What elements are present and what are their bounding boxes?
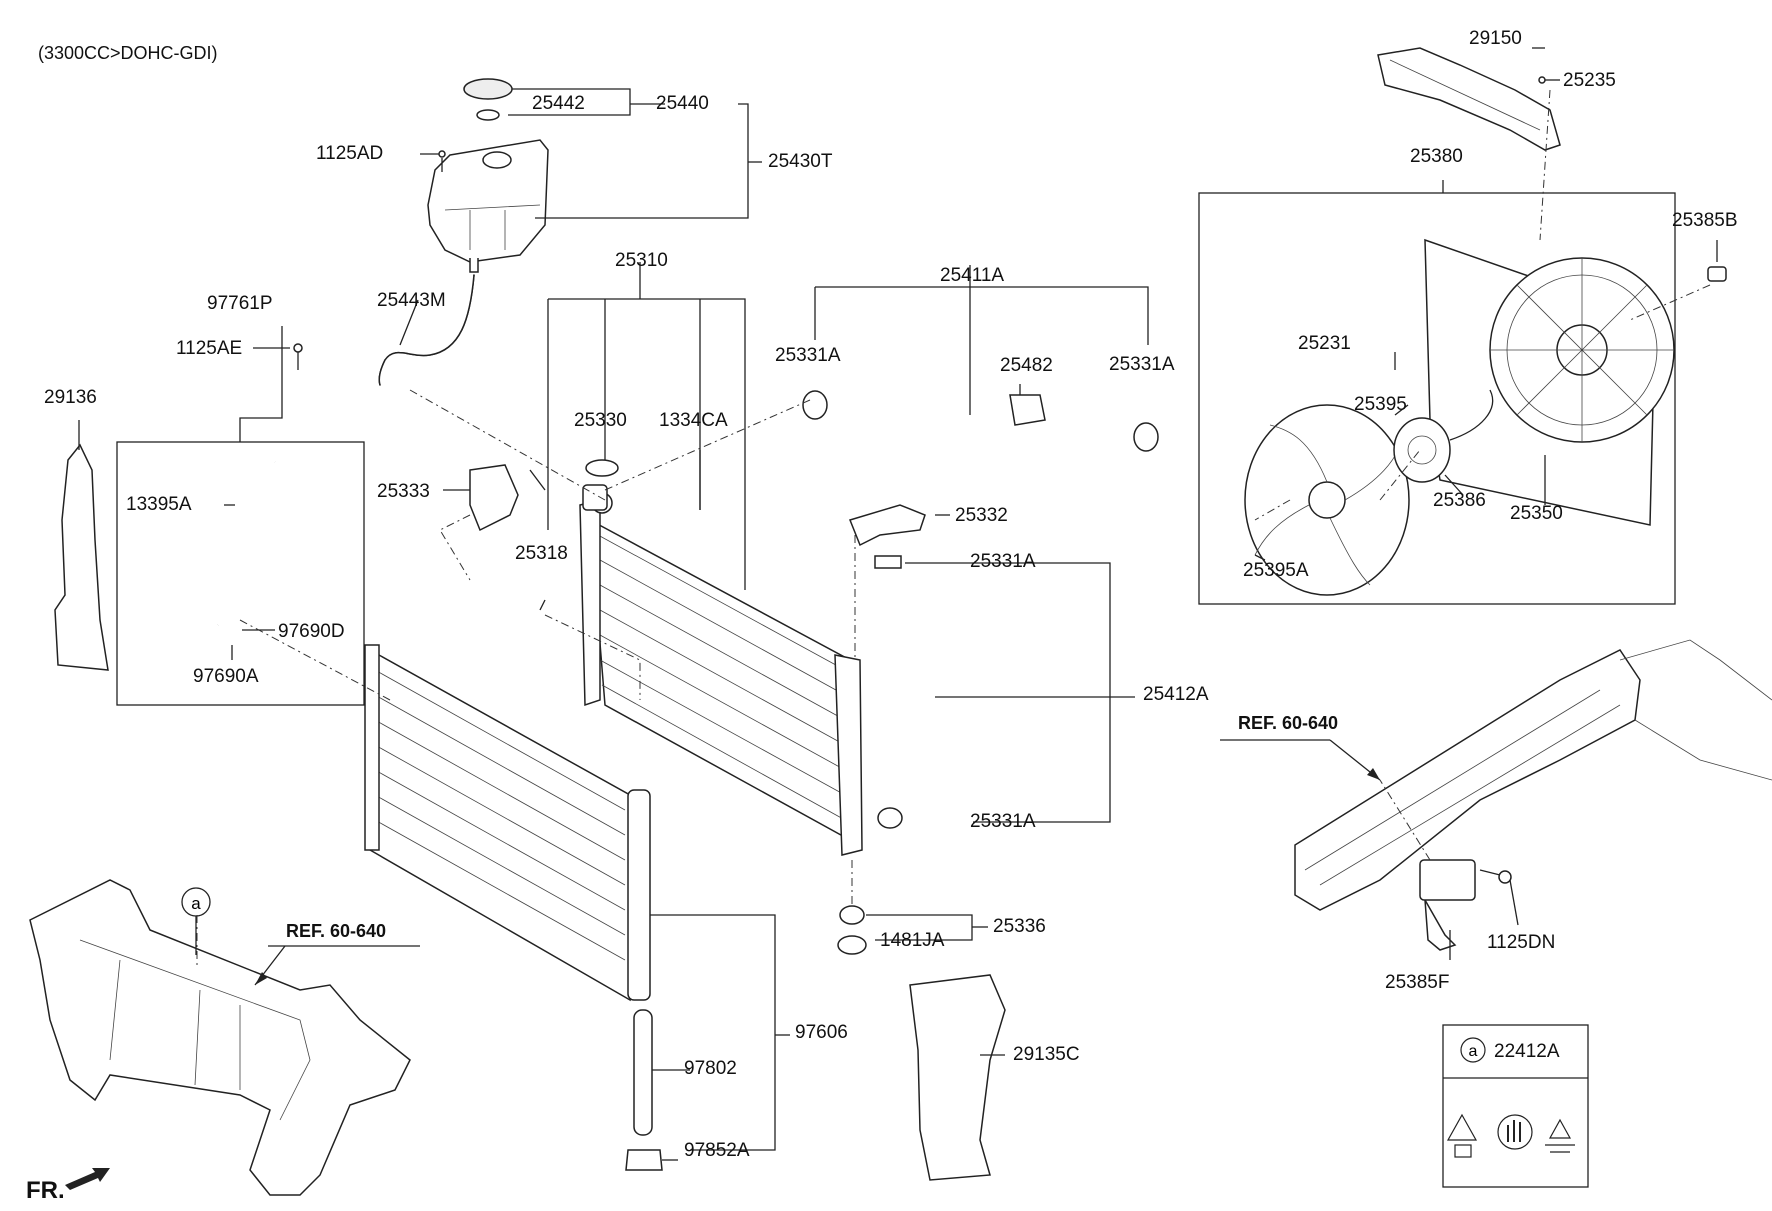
radiator-cap-neck — [582, 484, 608, 511]
part-label-25332: 25332 — [955, 505, 1008, 526]
part-label-25350: 25350 — [1510, 503, 1563, 524]
ref-label-side-member: REF. 60-640 — [1238, 713, 1339, 733]
part-label-97690D: 97690D — [278, 621, 345, 642]
side-member — [1294, 639, 1772, 911]
part-label-25443M: 25443M — [377, 290, 446, 311]
part-label-1125AD: 1125AD — [316, 143, 384, 164]
part-label-1125AE: 1125AE — [176, 338, 243, 359]
part-label-25395: 25395 — [1354, 394, 1407, 415]
part-label-97852A: 97852A — [684, 1140, 750, 1161]
part-label-13395A: 13395A — [126, 494, 192, 515]
part-label-1481JA: 1481JA — [880, 930, 945, 951]
front-end-module — [29, 879, 411, 1196]
front-direction-label: FR. — [26, 1177, 65, 1204]
air-guide-29150 — [1377, 47, 1561, 151]
part-label-29135C: 29135C — [1013, 1044, 1080, 1065]
engine-spec-header: (3300CC>DOHC-GDI) — [38, 43, 218, 63]
part-label-1125DN: 1125DN — [1487, 932, 1556, 953]
leader-lines — [78, 47, 1718, 1161]
marker-a-text: a — [191, 894, 201, 913]
part-label-25395A: 25395A — [1243, 560, 1309, 581]
part-label-25442: 25442 — [532, 93, 585, 114]
part-label-25380: 25380 — [1410, 146, 1463, 167]
part-label-25440: 25440 — [656, 93, 709, 114]
part-label-25333: 25333 — [377, 481, 430, 502]
part-label-25331A-lower-top: 25331A — [970, 551, 1036, 572]
sensor-25385F — [1419, 859, 1476, 901]
part-label-25310: 25310 — [615, 250, 668, 271]
part-label-25411A: 25411A — [940, 265, 1005, 286]
part-label-25331A-lower-bottom: 25331A — [970, 811, 1036, 832]
part-label-29150: 29150 — [1469, 28, 1522, 49]
part-label-25430T: 25430T — [768, 151, 833, 172]
no-touch-hand-icon — [1497, 1114, 1533, 1150]
hot-warning-icon — [1548, 1118, 1572, 1139]
part-label-25412A: 25412A — [1143, 684, 1209, 705]
part-label-97761P: 97761P — [207, 293, 273, 314]
part-label-25386: 25386 — [1433, 490, 1486, 511]
alignment-lines — [196, 89, 1711, 965]
part-label-25331A-upper-left: 25331A — [775, 345, 841, 366]
front-arrow-icon — [65, 1168, 110, 1190]
part-label-97606: 97606 — [795, 1022, 848, 1043]
condenser — [364, 644, 651, 1002]
warning-triangle-icon — [1446, 1113, 1478, 1141]
part-label-25385B: 25385B — [1672, 210, 1738, 231]
ref-label-front-end: REF. 60-640 — [286, 921, 387, 941]
part-label-25385F: 25385F — [1385, 972, 1450, 993]
part-label-25318: 25318 — [515, 543, 568, 564]
part-label-25336: 25336 — [993, 916, 1046, 937]
legend-box: a — [1442, 1024, 1589, 1188]
legend-a-text: a — [1469, 1043, 1478, 1060]
radiator-cap — [585, 459, 619, 477]
part-label-29136: 29136 — [44, 387, 97, 408]
part-label-97690A: 97690A — [193, 666, 259, 687]
part-label-25231: 25231 — [1298, 333, 1351, 354]
part-label-22412A: 22412A — [1494, 1041, 1560, 1062]
part-label-25235: 25235 — [1563, 70, 1616, 91]
fan-assembly-box — [1198, 192, 1676, 605]
part-label-1334CA: 1334CA — [659, 410, 728, 431]
part-label-25482: 25482 — [1000, 355, 1053, 376]
fan-motor — [1393, 417, 1451, 483]
manual-icon — [1454, 1144, 1472, 1158]
reservoir-tank — [427, 78, 549, 273]
part-label-25331A-upper-right: 25331A — [1109, 354, 1175, 375]
part-label-25330: 25330 — [574, 410, 627, 431]
part-label-97802: 97802 — [684, 1058, 737, 1079]
